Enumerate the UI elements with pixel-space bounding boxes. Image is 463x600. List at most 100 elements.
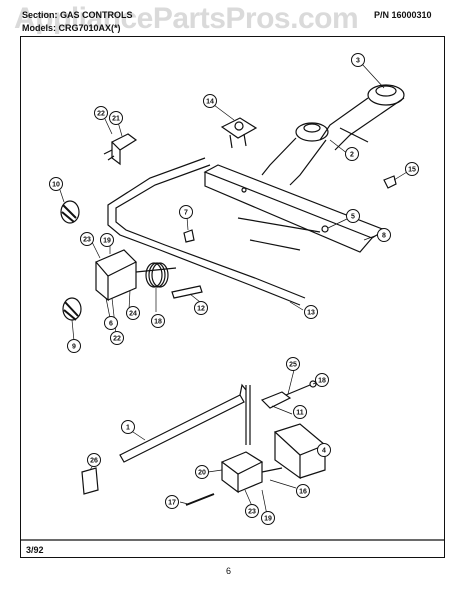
page-number: 6 (226, 566, 232, 576)
callout-label: 10 (52, 182, 60, 189)
callout-6: 6 (104, 316, 118, 330)
thermostat-assembly (260, 380, 317, 409)
callout-circle (345, 147, 359, 161)
callout-16: 16 (296, 484, 310, 498)
callout-circle (87, 453, 101, 467)
callout-circle (315, 373, 329, 387)
callout-circle (351, 53, 365, 67)
valve-spring (145, 262, 169, 288)
knob-upper (60, 200, 80, 224)
part-number: P/N 16000310 (374, 10, 432, 20)
callout-label: 24 (129, 311, 137, 318)
callout-18: 18 (151, 314, 165, 328)
callout-label: 5 (351, 214, 355, 221)
callout-label: 25 (289, 362, 297, 369)
callout-label: 23 (248, 509, 256, 516)
callout-label: 9 (72, 344, 76, 351)
callout-label: 12 (197, 306, 205, 313)
callout-circle (304, 305, 318, 319)
callout-circle (317, 443, 331, 457)
ignition-switch (103, 133, 138, 166)
callout-label: 15 (408, 167, 416, 174)
knob-lower (62, 297, 82, 321)
orifice-hood (183, 229, 195, 243)
callout-2: 2 (345, 147, 359, 161)
callout-label: 26 (90, 458, 98, 465)
callout-label: 3 (356, 58, 360, 65)
pressure-regulator (220, 117, 258, 149)
callout-circle (67, 339, 81, 353)
callout-label: 17 (168, 500, 176, 507)
callout-22: 22 (110, 331, 124, 345)
callout-7: 7 (179, 205, 193, 219)
section-title: Section: GAS CONTROLS (22, 10, 133, 20)
callout-label: 2 (350, 152, 354, 159)
callout-circle (104, 316, 118, 330)
callout-17: 17 (165, 495, 179, 509)
callout-24: 24 (126, 306, 140, 320)
callout-19: 19 (261, 511, 275, 525)
revision-date: 3/92 (26, 545, 44, 555)
callout-circle (346, 209, 360, 223)
callout-5: 5 (346, 209, 360, 223)
callout-8: 8 (377, 228, 391, 242)
callout-circle (94, 106, 108, 120)
diagram-frame (20, 36, 445, 558)
callout-19: 19 (100, 233, 114, 247)
callout-label: 6 (109, 321, 113, 328)
oven-valve (220, 451, 283, 494)
callout-22: 22 (94, 106, 108, 120)
callout-4: 4 (317, 443, 331, 457)
callout-circle (261, 511, 275, 525)
burner-valve (95, 249, 177, 302)
callout-label: 13 (307, 310, 315, 317)
callout-3: 3 (351, 53, 365, 67)
callout-label: 16 (299, 489, 307, 496)
callout-11: 11 (293, 405, 307, 419)
callout-15: 15 (405, 162, 419, 176)
callout-label: 23 (83, 237, 91, 244)
burner-rear (319, 84, 405, 151)
callout-label: 20 (198, 470, 206, 477)
callout-25: 25 (286, 357, 300, 371)
burner-support-bracket (203, 164, 387, 253)
callout-label: 22 (113, 336, 121, 343)
callout-23: 23 (245, 504, 259, 518)
callout-circle (296, 484, 310, 498)
callout-circle (179, 205, 193, 219)
callout-13: 13 (304, 305, 318, 319)
callout-circle (195, 465, 209, 479)
callout-label: 18 (318, 378, 326, 385)
callout-circle (245, 504, 259, 518)
gas-tube (171, 285, 203, 299)
callout-label: 4 (322, 448, 326, 455)
callout-18: 18 (315, 373, 329, 387)
callout-1: 1 (121, 420, 135, 434)
callout-label: 1 (126, 425, 130, 432)
callout-label: 11 (296, 410, 304, 417)
callout-circle (126, 306, 140, 320)
callout-label: 8 (382, 233, 386, 240)
callout-23: 23 (80, 232, 94, 246)
callout-label: 14 (206, 99, 214, 106)
callout-10: 10 (49, 177, 63, 191)
callout-label: 18 (154, 319, 162, 326)
callout-label: 22 (97, 111, 105, 118)
callout-circle (151, 314, 165, 328)
spring-clip (383, 175, 397, 189)
callout-12: 12 (194, 301, 208, 315)
callout-circle (194, 301, 208, 315)
mounting-bracket (81, 467, 99, 495)
callout-circle (80, 232, 94, 246)
callout-label: 19 (103, 238, 111, 245)
valve-pin (185, 493, 215, 506)
callout-circle (121, 420, 135, 434)
callout-circle (165, 495, 179, 509)
watermark: AppliancePartsPros.com (14, 2, 359, 35)
manifold-tube (107, 157, 306, 306)
callout-circle (286, 357, 300, 371)
callout-label: 19 (264, 516, 272, 523)
callout-label: 7 (184, 210, 188, 217)
callout-26: 26 (87, 453, 101, 467)
